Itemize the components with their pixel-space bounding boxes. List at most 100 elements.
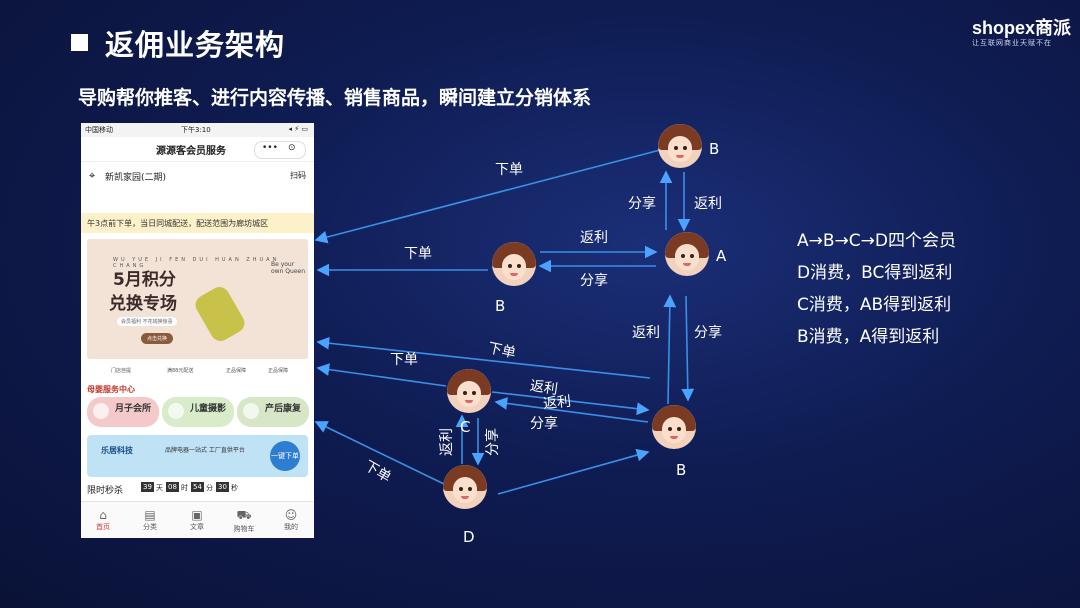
- tab-mine[interactable]: ☺我的: [276, 508, 306, 532]
- slide-subtitle: 导购帮你推客、进行内容传播、销售商品，瞬间建立分销体系: [78, 87, 592, 109]
- notice-banner: 午3点前下单，当日同城配送，配送范围为廊坊城区: [81, 213, 314, 233]
- edge-label-rebate: 返利: [580, 230, 608, 246]
- brand-slogan: 让互联网商业天赋不在: [972, 39, 1052, 47]
- arrow-b-top-order: [314, 149, 661, 244]
- countdown-unit: 分: [206, 484, 213, 492]
- banner-side-text: Be your own Queen: [271, 261, 305, 275]
- title-bullet: [71, 34, 88, 51]
- edge-label-rebate: 返利: [632, 325, 660, 341]
- banner-button[interactable]: 点击兑换: [141, 333, 174, 344]
- node-label-c: C: [460, 418, 471, 436]
- service-icon: [93, 403, 109, 419]
- tab-category[interactable]: ▤分类: [135, 508, 165, 532]
- phone-mockup: 中国移动 下午3:10 ◂ ⚡ ▭ 源源客会员服务 ••• ⊙ ⌖ 新凯家园(二…: [81, 123, 314, 538]
- more-icon[interactable]: •••: [262, 143, 278, 153]
- promo-banner[interactable]: WU YUE JI FEN DUI HUAN ZHUAN CHANG 5月积分 …: [87, 239, 308, 359]
- tag-item: 正品保障: [268, 368, 289, 374]
- scan-button[interactable]: 扫码: [290, 171, 306, 180]
- rule-line: D消费，BC得到返利: [797, 263, 953, 283]
- banner-line1: 5月积分: [113, 270, 176, 290]
- brand-logo: shopex商派: [972, 18, 1072, 38]
- section-title: 母婴服务中心: [87, 385, 135, 394]
- tag-item: 门店自提: [111, 368, 132, 374]
- status-time: 下午3:10: [181, 126, 211, 134]
- tab-article[interactable]: ▣文章: [182, 508, 212, 532]
- banner-line3: 会员福利 不花钱换惊喜: [117, 317, 177, 326]
- flash-sale-bar: 限时秒杀 39 天 08 时 54 分 30 秒: [81, 481, 314, 497]
- member-avatar-b-top: [658, 124, 702, 168]
- edge-label-share: 分享: [485, 428, 501, 456]
- product-image: [191, 283, 249, 345]
- rule-line: C消费，AB得到返利: [797, 295, 952, 315]
- ad-slogan: 品牌电器一站式 工厂直供平台: [165, 447, 245, 454]
- carrier-text: 中国移动: [85, 126, 113, 134]
- member-avatar-b-low: [652, 405, 696, 449]
- cart-icon: ⛟: [236, 508, 252, 522]
- tag-item: 满88元配送: [167, 368, 194, 374]
- edge-label-rebate: 返利: [694, 196, 722, 212]
- service-tags: 门店自提 满88元配送 正品保障 正品保障: [81, 363, 314, 379]
- member-avatar-b-mid: [492, 242, 536, 286]
- article-icon: ▣: [191, 508, 203, 522]
- arrow-b-low-order: [316, 336, 651, 379]
- edge-label-share: 分享: [694, 325, 722, 341]
- status-bar: 中国移动 下午3:10 ◂ ⚡ ▭: [81, 123, 314, 137]
- ad-brand: 乐居科技: [101, 446, 133, 455]
- node-label-a: A: [716, 247, 727, 265]
- arrow-a-c-share: [681, 295, 695, 402]
- service-card[interactable]: 月子会所: [87, 397, 159, 427]
- countdown-unit: 天: [156, 484, 163, 492]
- rule-line: A→B→C→D四个会员: [797, 231, 956, 251]
- banner-line2: 兑换专场: [109, 294, 177, 314]
- tab-home[interactable]: ⌂首页: [88, 508, 118, 532]
- service-card[interactable]: 产后康复: [237, 397, 309, 427]
- notice-text: 午3点前下单，当日同城配送，配送范围为廊坊城区: [87, 219, 269, 228]
- camera-icon: [168, 403, 184, 419]
- tab-cart[interactable]: ⛟购物车: [229, 508, 259, 534]
- countdown-days: 39: [141, 482, 154, 492]
- ad-order-button[interactable]: 一键下单: [270, 441, 300, 471]
- service-card[interactable]: 儿童摄影: [162, 397, 234, 427]
- arrow-a-c-rebate: [663, 294, 677, 405]
- edge-label-order: 下单: [486, 340, 518, 362]
- capsule-menu[interactable]: ••• ⊙: [254, 141, 306, 159]
- countdown-unit: 时: [181, 484, 188, 492]
- edge-label-order: 下单: [404, 246, 432, 262]
- edge-label-order: 下单: [361, 457, 394, 486]
- edge-label-share: 分享: [628, 196, 656, 212]
- service-icon: [243, 403, 259, 419]
- node-label-d: D: [463, 528, 475, 546]
- banner-pinyin: WU YUE JI FEN DUI HUAN ZHUAN CHANG: [113, 257, 280, 269]
- countdown-hours: 08: [166, 482, 179, 492]
- member-avatar-c: [447, 369, 491, 413]
- edge-label-order: 下单: [390, 352, 418, 368]
- arrow-d-b: [497, 448, 650, 495]
- member-avatar-d: [443, 465, 487, 509]
- edge-label-share: 分享: [580, 273, 608, 289]
- node-label-b: B: [676, 461, 687, 479]
- location-pin-icon: ⌖: [89, 169, 96, 182]
- ad-banner[interactable]: 乐居科技 品牌电器一站式 工厂直供平台 一键下单: [87, 435, 308, 477]
- edge-label-rebate: 返利: [439, 428, 455, 456]
- flash-sale-label: 限时秒杀: [87, 486, 124, 496]
- arrow-c-share-b: [494, 397, 649, 423]
- countdown-unit: 秒: [231, 484, 238, 492]
- list-icon: ▤: [144, 508, 156, 522]
- slide-title: 返佣业务架构: [105, 28, 286, 62]
- edge-label-share: 分享: [530, 416, 558, 432]
- location-bar[interactable]: ⌖ 新凯家园(二期) 扫码: [81, 165, 314, 187]
- countdown-minutes: 54: [191, 482, 204, 492]
- rule-line: B消费，A得到返利: [797, 327, 940, 347]
- tag-item: 正品保障: [226, 368, 247, 374]
- edge-label-rebate: 返利: [542, 393, 572, 413]
- node-label-b: B: [495, 297, 506, 315]
- mini-program-navbar: 源源客会员服务 ••• ⊙: [81, 137, 314, 162]
- tab-bar: ⌂首页 ▤分类 ▣文章 ⛟购物车 ☺我的: [81, 501, 314, 538]
- node-label-b: B: [709, 140, 720, 158]
- home-icon: ⌂: [99, 508, 107, 522]
- countdown-seconds: 30: [216, 482, 229, 492]
- location-text[interactable]: 新凯家园(二期): [105, 173, 167, 183]
- user-icon: ☺: [284, 508, 298, 522]
- arrow-c-order: [316, 363, 447, 387]
- close-icon[interactable]: ⊙: [288, 143, 296, 153]
